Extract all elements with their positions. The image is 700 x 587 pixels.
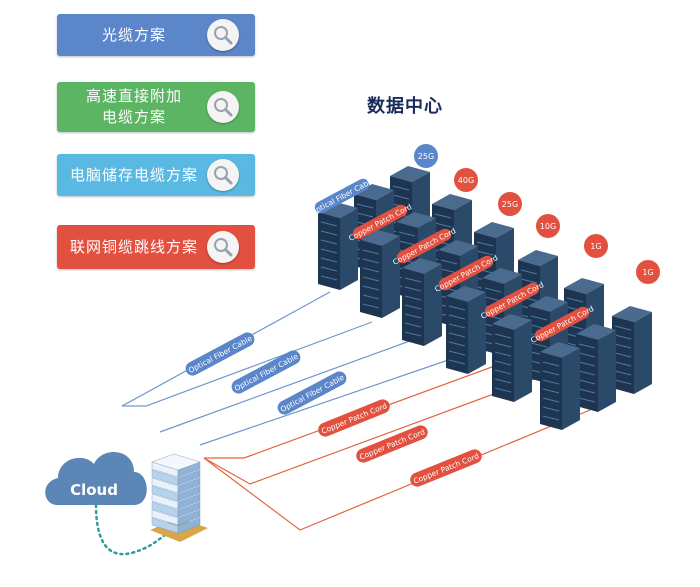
server-cabinet (446, 286, 486, 374)
server-cabinet (612, 306, 652, 394)
speed-badge (454, 168, 478, 192)
cloud: Cloud (45, 452, 182, 556)
trunk-tag-label: Copper Patch Cord (358, 427, 426, 462)
cable-line (159, 337, 419, 433)
server-cabinet (492, 314, 532, 402)
cable-tag-pill (396, 228, 452, 264)
cable-line (199, 355, 461, 446)
trunk-tag-label: Optical Fiber Cable (233, 352, 300, 393)
server-cabinet (318, 202, 358, 290)
trunk-cable-tag: Copper Patch Cord (410, 449, 482, 487)
trunk-tag-label: Optical Fiber Cable (187, 334, 254, 375)
speed-badge (414, 144, 438, 168)
trunk-tag-pill (277, 371, 347, 415)
cable-line (204, 363, 501, 459)
speed-badge-label: 25G (418, 152, 434, 161)
menu-item-label: 高速直接附加 电缆方案 (85, 87, 182, 126)
trunk-tag-pill (318, 399, 390, 437)
speed-badge (498, 192, 522, 216)
cable-tag-pill (314, 178, 370, 214)
speed-badge (636, 260, 660, 284)
server-cabinet (576, 324, 616, 412)
menu-item-copper[interactable]: 联网铜缆跳线方案 (57, 225, 255, 269)
cable-tag-pill (352, 204, 408, 240)
cable-tag-pill (534, 306, 590, 342)
speed-badge (536, 214, 560, 238)
cloud-link (94, 503, 182, 556)
cable-tag-pill (438, 255, 494, 291)
cable-tag-pill (484, 282, 540, 318)
server-cabinet (360, 230, 400, 318)
trunk-tag-pill (356, 425, 428, 463)
speed-badge-label: 10G (540, 222, 556, 231)
page-title: 数据中心 (367, 96, 443, 117)
trunk-cable-tag: Optical Fiber Cable (231, 350, 301, 394)
menu-item-label: 光缆方案 (101, 26, 166, 44)
trunk-cable-tag: Optical Fiber Cable (185, 332, 255, 376)
speed-badge-label: 1G (642, 268, 653, 277)
search-icon[interactable] (207, 19, 239, 51)
menu-item-label: 联网铜缆跳线方案 (69, 238, 198, 256)
server-cabinet (540, 342, 580, 430)
speed-badge-label: 1G (590, 242, 601, 251)
cloud-label: Cloud (70, 481, 118, 499)
trunk-tag-label: Optical Fiber Cable (279, 373, 346, 414)
trunk-tag-label: Copper Patch Cord (412, 451, 480, 486)
trunk-tag-pill (231, 350, 301, 394)
trunk-cable-tag: Copper Patch Cord (356, 425, 428, 463)
cable-line (203, 409, 591, 531)
cloud-shape (45, 452, 147, 505)
speed-badge-label: 25G (502, 200, 518, 209)
trunk-cable-tag: Copper Patch Cord (318, 399, 390, 437)
speed-badge (584, 234, 608, 258)
rack-row (540, 306, 652, 430)
menu-item-fiber[interactable]: 光缆方案 (57, 14, 255, 56)
core-server-icon (150, 453, 208, 542)
server-cabinet (402, 258, 442, 346)
search-icon[interactable] (207, 91, 239, 123)
speed-badge-label: 40G (458, 176, 474, 185)
menu-item-storage[interactable]: 电脑储存电缆方案 (57, 154, 255, 196)
trunk-tag-label: Copper Patch Cord (320, 401, 388, 436)
trunk-lines (121, 291, 591, 531)
search-icon[interactable] (207, 159, 239, 191)
search-icon[interactable] (207, 231, 239, 263)
cable-line (122, 321, 373, 407)
cable-line (203, 374, 546, 485)
trunk-tag-pill (185, 332, 255, 376)
trunk-tag-pill (410, 449, 482, 487)
menu-item-label: 电脑储存电缆方案 (69, 166, 198, 184)
menu-item-dac[interactable]: 高速直接附加 电缆方案 (57, 82, 255, 132)
